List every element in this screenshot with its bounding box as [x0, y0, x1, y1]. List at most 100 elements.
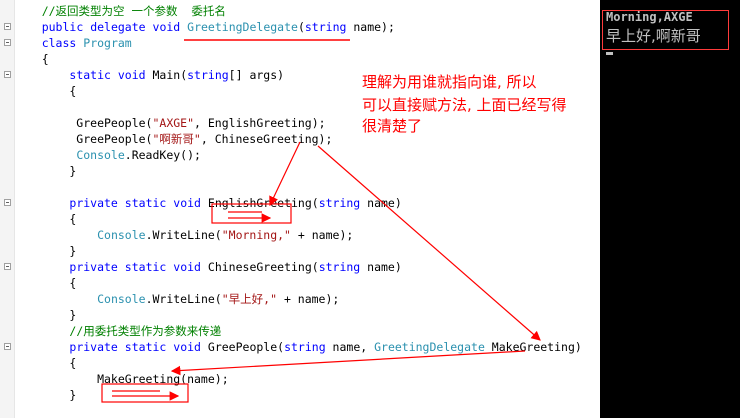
code-token: { [14, 356, 77, 370]
code-token [14, 20, 42, 34]
code-line[interactable]: } [14, 307, 76, 323]
collapse-toggle-icon[interactable] [4, 199, 11, 206]
code-token: + name); [290, 228, 354, 242]
code-token: "啊新哥" [152, 132, 201, 146]
code-token [14, 148, 76, 162]
code-line[interactable]: class Program [14, 35, 132, 51]
code-token: string [318, 196, 361, 210]
code-token: private [69, 196, 118, 210]
code-token: name) [360, 196, 402, 210]
annotation-line-3: 很清楚了 [362, 117, 423, 135]
code-token: [] args) [228, 68, 285, 82]
code-line[interactable]: { [14, 51, 49, 67]
code-token [14, 340, 69, 354]
code-token: { [14, 276, 77, 290]
code-token: //返回类型为空 一个参数 委托名 [41, 4, 226, 18]
code-token: static [124, 340, 167, 354]
code-line[interactable]: static void Main(string[] args) [14, 67, 284, 83]
code-token: GreePeople( [14, 116, 153, 130]
code-token: GreePeople( [200, 340, 285, 354]
code-line[interactable]: Console.WriteLine("早上好," + name); [14, 291, 339, 307]
console-output-line-2: 早上好,啊新哥 [606, 27, 701, 45]
code-token: private [69, 260, 118, 274]
code-line[interactable]: } [14, 163, 76, 179]
code-token: static [69, 68, 111, 82]
code-token: //用委托类型作为参数来传递 [69, 324, 222, 338]
code-token: public [41, 20, 84, 34]
code-token [14, 292, 97, 306]
code-line[interactable]: { [14, 83, 76, 99]
collapse-toggle-icon[interactable] [4, 263, 11, 270]
annotation-line-1: 理解为用谁就指向谁, 所以 [362, 73, 537, 91]
console-window: Morning,AXGE 早上好,啊新哥 [600, 0, 740, 418]
code-line[interactable]: GreePeople("AXGE", EnglishGreeting); [14, 115, 326, 131]
console-cursor [606, 52, 613, 55]
code-token [14, 324, 69, 338]
code-token: "Morning," [221, 228, 291, 242]
code-token: .ReadKey(); [124, 148, 201, 162]
collapse-toggle-icon[interactable] [4, 343, 11, 350]
code-token [14, 4, 42, 18]
code-token: name) [360, 260, 402, 274]
code-line[interactable]: Console.ReadKey(); [14, 147, 201, 163]
code-token [118, 196, 125, 210]
code-token [14, 68, 69, 82]
code-token: { [14, 84, 77, 98]
code-line[interactable]: Console.WriteLine("Morning," + name); [14, 227, 353, 243]
code-token: delegate [90, 20, 146, 34]
code-token: MakeGreeting) [484, 340, 582, 354]
code-token: .WriteLine( [145, 292, 222, 306]
code-line[interactable]: { [14, 355, 76, 371]
editor-gutter [0, 0, 15, 418]
code-token: void [152, 20, 181, 34]
code-token: } [14, 164, 77, 178]
code-token: } [14, 388, 77, 402]
code-line[interactable]: //用委托类型作为参数来传递 [14, 323, 221, 339]
code-token: , ChineseGreeting); [200, 132, 333, 146]
collapse-toggle-icon[interactable] [4, 23, 11, 30]
code-token: GreePeople( [14, 132, 153, 146]
code-token: void [173, 196, 201, 210]
code-line[interactable]: } [14, 387, 76, 403]
code-token [118, 340, 125, 354]
code-token: class [41, 36, 77, 50]
code-token: void [173, 340, 201, 354]
code-token [111, 68, 118, 82]
code-token: "AXGE" [152, 116, 195, 130]
code-line[interactable]: private static void GreePeople(string na… [14, 339, 582, 355]
console-output-line-1: Morning,AXGE [606, 10, 693, 24]
code-token: } [14, 244, 77, 258]
code-token [14, 196, 69, 210]
code-token: string [187, 68, 229, 82]
code-token: private [69, 340, 118, 354]
code-token: string [284, 340, 326, 354]
code-token: name, [325, 340, 375, 354]
code-line[interactable]: { [14, 275, 76, 291]
code-line[interactable]: GreePeople("啊新哥", ChineseGreeting); [14, 131, 332, 147]
code-token: Program [83, 36, 132, 50]
code-line[interactable]: public delegate void GreetingDelegate(st… [14, 19, 395, 35]
code-line[interactable]: } [14, 243, 76, 259]
collapse-toggle-icon[interactable] [4, 71, 11, 78]
code-line[interactable]: MakeGreeting(name); [14, 371, 229, 387]
code-token: , EnglishGreeting); [194, 116, 326, 130]
console-output-highlight-box [602, 10, 729, 50]
code-token: ( [297, 20, 305, 34]
code-token: GreetingDelegate [374, 340, 485, 354]
collapse-toggle-icon[interactable] [4, 39, 11, 46]
code-token: string [318, 260, 361, 274]
code-line[interactable]: //返回类型为空 一个参数 委托名 [14, 3, 226, 19]
code-line[interactable]: { [14, 211, 76, 227]
code-token: MakeGreeting(name); [14, 372, 229, 386]
code-token: { [14, 212, 77, 226]
code-token: static [124, 196, 167, 210]
code-token [14, 36, 42, 50]
code-token: GreetingDelegate [187, 20, 298, 34]
code-token: void [173, 260, 201, 274]
code-token: static [124, 260, 167, 274]
code-line[interactable]: private static void EnglishGreeting(stri… [14, 195, 402, 211]
code-token: name); [346, 20, 395, 34]
code-editor[interactable]: //返回类型为空 一个参数 委托名 public delegate void G… [0, 0, 600, 418]
code-line[interactable]: private static void ChineseGreeting(stri… [14, 259, 402, 275]
code-token: + name); [277, 292, 340, 306]
